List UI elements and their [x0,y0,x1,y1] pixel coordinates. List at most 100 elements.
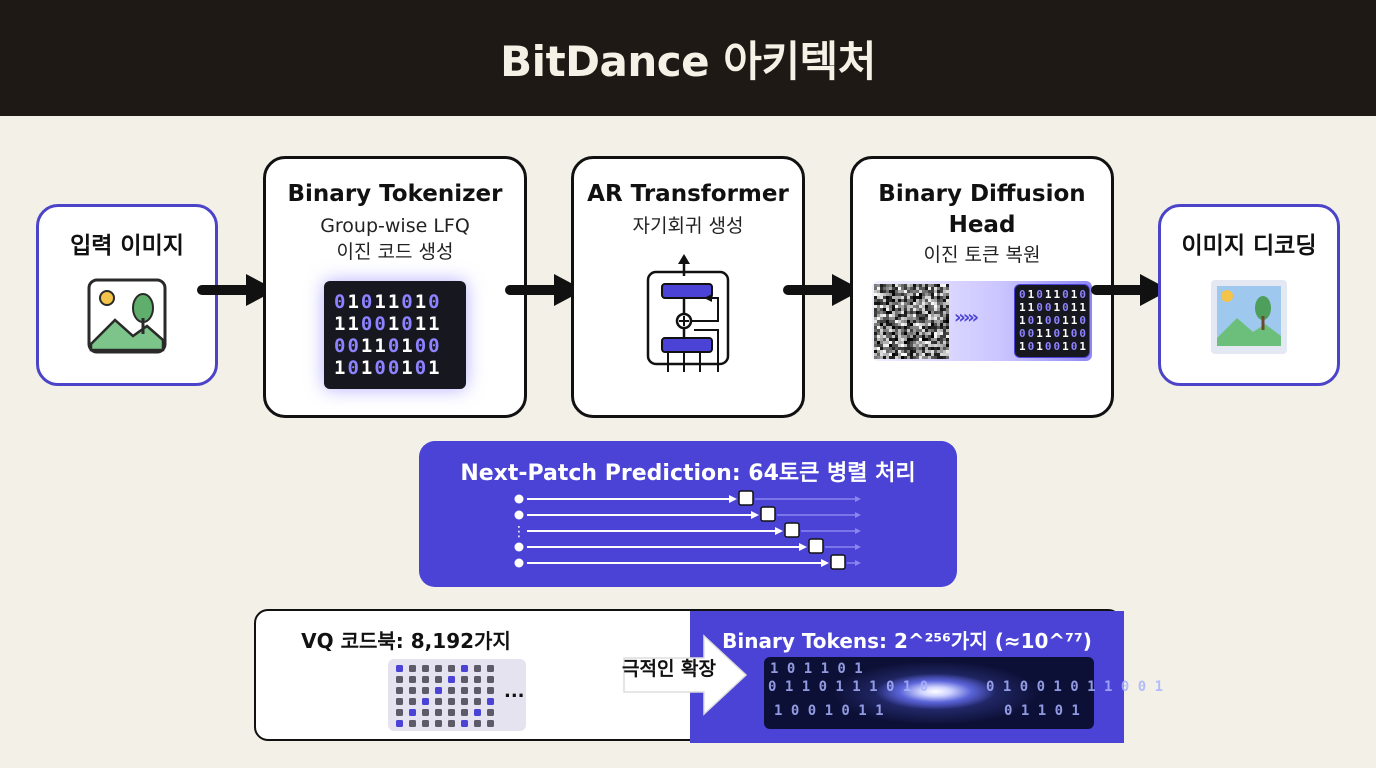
codebook-entry-icon [435,698,442,705]
codebook-entry-icon [396,676,403,683]
page-title: BitDance 아키텍처 [500,36,876,86]
transformer-sub: 자기회귀 생성 [632,215,744,238]
flow-arrow-4 [1091,274,1170,306]
codebook-entry-icon [396,698,403,705]
binary-row: 11001011 [1019,301,1088,315]
expansion-arrow-icon [623,634,748,716]
lane-future-arrowhead [855,528,861,534]
binary-tokenizer-box: Binary Tokenizer Group-wise LFQ 이진 코드 생성… [263,156,527,418]
vq-codebook-grid [388,659,526,731]
lane-arrowhead [775,527,783,535]
codebook-entry-icon [461,676,468,683]
binary-diffusion-head-box: Binary Diffusion Head 이진 토큰 복원 ››››› 010… [850,156,1114,418]
codebook-entry-icon [448,709,455,716]
patch-token-icon [738,490,754,506]
codebook-entry-icon [487,687,494,694]
codebook-entry-icon [422,698,429,705]
codebook-entry-icon [435,676,442,683]
binary-row: 10100101 [1019,340,1088,354]
codebook-entry-icon [461,687,468,694]
codebook-entry-icon [422,687,429,694]
lane-future-arrowhead [855,560,861,566]
transformer-block-icon [646,253,730,372]
tokenizer-title: Binary Tokenizer [287,181,503,207]
parallel-token-lanes: ⋮ [512,490,861,570]
patch-token-icon [830,554,846,570]
codebook-entry-icon [422,676,429,683]
diffusion-title-line2: Head [948,212,1016,239]
lane-future-arrowhead [855,544,861,550]
lane-arrowhead [751,511,759,519]
binary-row: 01011010 [1019,288,1088,302]
codebook-entry-icon [487,676,494,683]
codebook-entry-icon [474,676,481,683]
diffusion-title-line1: Binary Diffusion [878,181,1086,207]
lane-start-dot [514,510,524,520]
codebook-comparison: VQ 코드북: 8,192가지 ... Binary Tokens: 2^²⁵⁶… [254,609,1163,743]
codebook-entry-icon [448,687,455,694]
codebook-entry-icon [474,698,481,705]
codebook-entry-icon [396,709,403,716]
landscape-image-icon [1211,280,1287,355]
galaxy-bits-1: 1 0 1 1 0 1 [770,661,863,677]
codebook-entry-icon [461,720,468,727]
next-patch-prediction-panel: Next-Patch Prediction: 64토큰 병렬 처리 ⋮ [419,441,957,587]
next-patch-title: Next-Patch Prediction: 64토큰 병렬 처리 [460,461,916,486]
lane-arrowhead [821,559,829,567]
codebook-entry-icon [461,665,468,672]
image-decoding-box: 이미지 디코딩 [1158,204,1340,386]
codebook-entry-icon [474,709,481,716]
ar-transformer-box: AR Transformer 자기회귀 생성 [571,156,805,418]
title-bar: BitDance 아키텍처 [0,0,1376,116]
codebook-entry-icon [422,720,429,727]
codebook-entry-icon [435,720,442,727]
diffusion-sub: 이진 토큰 복원 [923,244,1041,267]
codebook-entry-icon [409,687,416,694]
lane-future-arrowhead [855,496,861,502]
codebook-entry-icon [396,665,403,672]
codebook-entry-icon [422,709,429,716]
flow-arrow-1 [197,274,276,306]
patch-token-icon [760,506,776,522]
codebook-entry-icon [487,698,494,705]
expansion-label: 극적인 확장 [622,658,717,680]
codebook-more-ellipsis: ... [504,681,525,702]
binary-row: 01011010 [334,291,442,314]
lane-start-dot [514,494,524,504]
codebook-entry-icon [461,698,468,705]
galaxy-binary-visual: 1 0 1 1 0 1 0 1 1 0 1 1 1 0 1 0 1 0 0 1 … [764,657,1163,729]
transformer-title: AR Transformer [587,181,789,207]
denoise-chevrons-icon: ››››› [954,306,979,328]
codebook-entry-icon [409,698,416,705]
codebook-entry-icon [448,665,455,672]
binary-row: 00110100 [1019,327,1088,341]
binary-row: 00110100 [334,335,442,358]
codebook-entry-icon [435,687,442,694]
vq-codebook-title: VQ 코드북: 8,192가지 [301,629,511,653]
codebook-entry-icon [448,676,455,683]
codebook-entry-icon [409,665,416,672]
codebook-entry-icon [435,709,442,716]
binary-tokens-title: Binary Tokens: 2^²⁵⁶가지 (≈10^⁷⁷) [722,629,1092,653]
patch-token-icon [784,522,800,538]
codebook-entry-icon [474,665,481,672]
lane-ellipsis: ⋮ [512,524,526,540]
codebook-entry-icon [409,676,416,683]
input-image-title: 입력 이미지 [70,233,184,259]
tokenizer-sub1: Group-wise LFQ [320,215,470,238]
codebook-entry-icon [461,709,468,716]
codebook-entry-icon [409,720,416,727]
input-image-box: 입력 이미지 [36,204,218,386]
flow-arrow-2 [505,274,584,306]
decode-title: 이미지 디코딩 [1181,233,1317,259]
codebook-entry-icon [474,687,481,694]
codebook-entry-icon [474,720,481,727]
lane-start-dot [514,542,524,552]
noise-patch [874,283,949,359]
landscape-image-icon [87,278,167,354]
codebook-entry-icon [487,709,494,716]
galaxy-bits-5: 0 1 1 0 1 [1004,703,1080,719]
